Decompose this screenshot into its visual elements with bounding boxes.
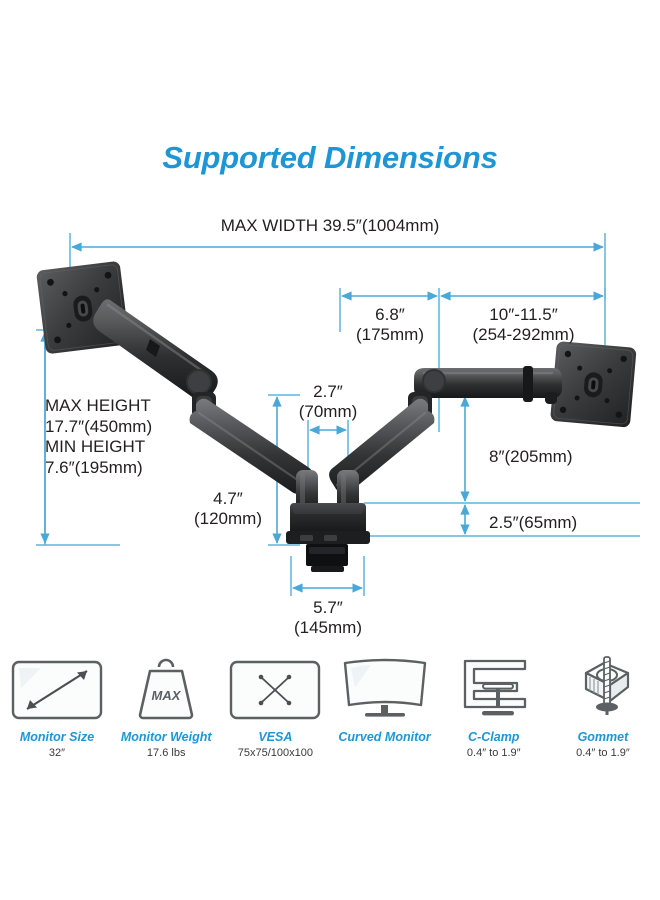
feature-value: 0.4″ to 1.9″: [466, 747, 521, 759]
label-min-height-value: 7.6″(195mm): [45, 457, 143, 477]
label-arm-outer-in: 10″-11.5″: [489, 305, 558, 324]
witness-lines: [36, 233, 640, 596]
monitor-size-icon: [11, 655, 103, 721]
label-post-gap-in: 2.7″: [313, 382, 343, 401]
grommet-icon: [564, 655, 642, 721]
label-arm-inner-in: 6.8″: [375, 305, 405, 324]
label-min-height: MIN HEIGHT: [45, 437, 146, 457]
label-max-height-value: 17.7″(450mm): [45, 416, 153, 436]
monitor-mount-illustration: [36, 261, 637, 572]
feature-monitor-weight: MAX Monitor Weight 17.6 lbs: [115, 655, 217, 759]
svg-text:MAX: MAX: [152, 688, 182, 703]
label-base-lip: 2.5″(65mm): [489, 513, 578, 532]
curved-monitor-icon: [337, 655, 433, 721]
right-upper-arm: [414, 366, 562, 404]
left-upper-arm: [93, 299, 218, 402]
label-base-width-in: 5.7″: [313, 598, 343, 617]
label-max-width: MAX WIDTH 39.5″(1004mm): [220, 216, 440, 235]
label-base-width-mm: (145mm): [293, 618, 362, 637]
vesa-icon: [229, 655, 321, 721]
feature-grommet: Gommet 0.4″ to 1.9″: [552, 655, 654, 759]
base-block: [286, 503, 370, 544]
feature-monitor-size: Monitor Size 32″: [6, 655, 108, 759]
label-arm-outer-mm: (254-292mm): [472, 325, 575, 344]
feature-title: Curved Monitor: [338, 730, 431, 744]
feature-title: Monitor Size: [19, 730, 95, 744]
left-riser-post: [296, 470, 318, 510]
feature-title: C-Clamp: [468, 730, 520, 744]
c-clamp-icon: [455, 655, 533, 721]
feature-value: 0.4″ to 1.9″: [576, 747, 630, 759]
label-arm-inner-mm: (175mm): [355, 325, 424, 344]
right-riser-post: [337, 470, 359, 510]
feature-title: Monitor Weight: [120, 730, 212, 744]
feature-title: Gommet: [577, 730, 629, 744]
feature-vesa: VESA 75x75/100x100: [224, 655, 326, 759]
left-lower-arm: [189, 398, 313, 494]
label-base-height-in: 4.7″: [213, 489, 243, 508]
label-arm-drop: 8″(205mm): [489, 447, 573, 466]
feature-c-clamp: C-Clamp 0.4″ to 1.9″: [443, 655, 545, 759]
label-height-group: MAX HEIGHT 17.7″(450mm) MIN HEIGHT 7.6″(…: [45, 396, 152, 478]
right-vesa-plate: [550, 341, 637, 428]
label-base-height-mm: (120mm): [193, 509, 262, 528]
feature-curved-monitor: Curved Monitor: [334, 655, 436, 759]
feature-title: VESA: [258, 730, 293, 744]
page-title: Supported Dimensions: [162, 140, 498, 175]
label-max-height: MAX HEIGHT: [45, 396, 151, 415]
monitor-weight-icon: MAX: [126, 655, 206, 721]
base-clamp: [306, 544, 348, 572]
diagram-svg: [36, 233, 640, 596]
feature-value: 32″: [48, 747, 66, 759]
feature-value: 17.6 lbs: [146, 747, 186, 759]
feature-icon-row: Monitor Size 32″ MAX Monitor Weight 17.6…: [0, 655, 660, 759]
feature-value: 75x75/100x100: [237, 747, 313, 759]
label-post-gap-mm: (70mm): [298, 402, 358, 421]
